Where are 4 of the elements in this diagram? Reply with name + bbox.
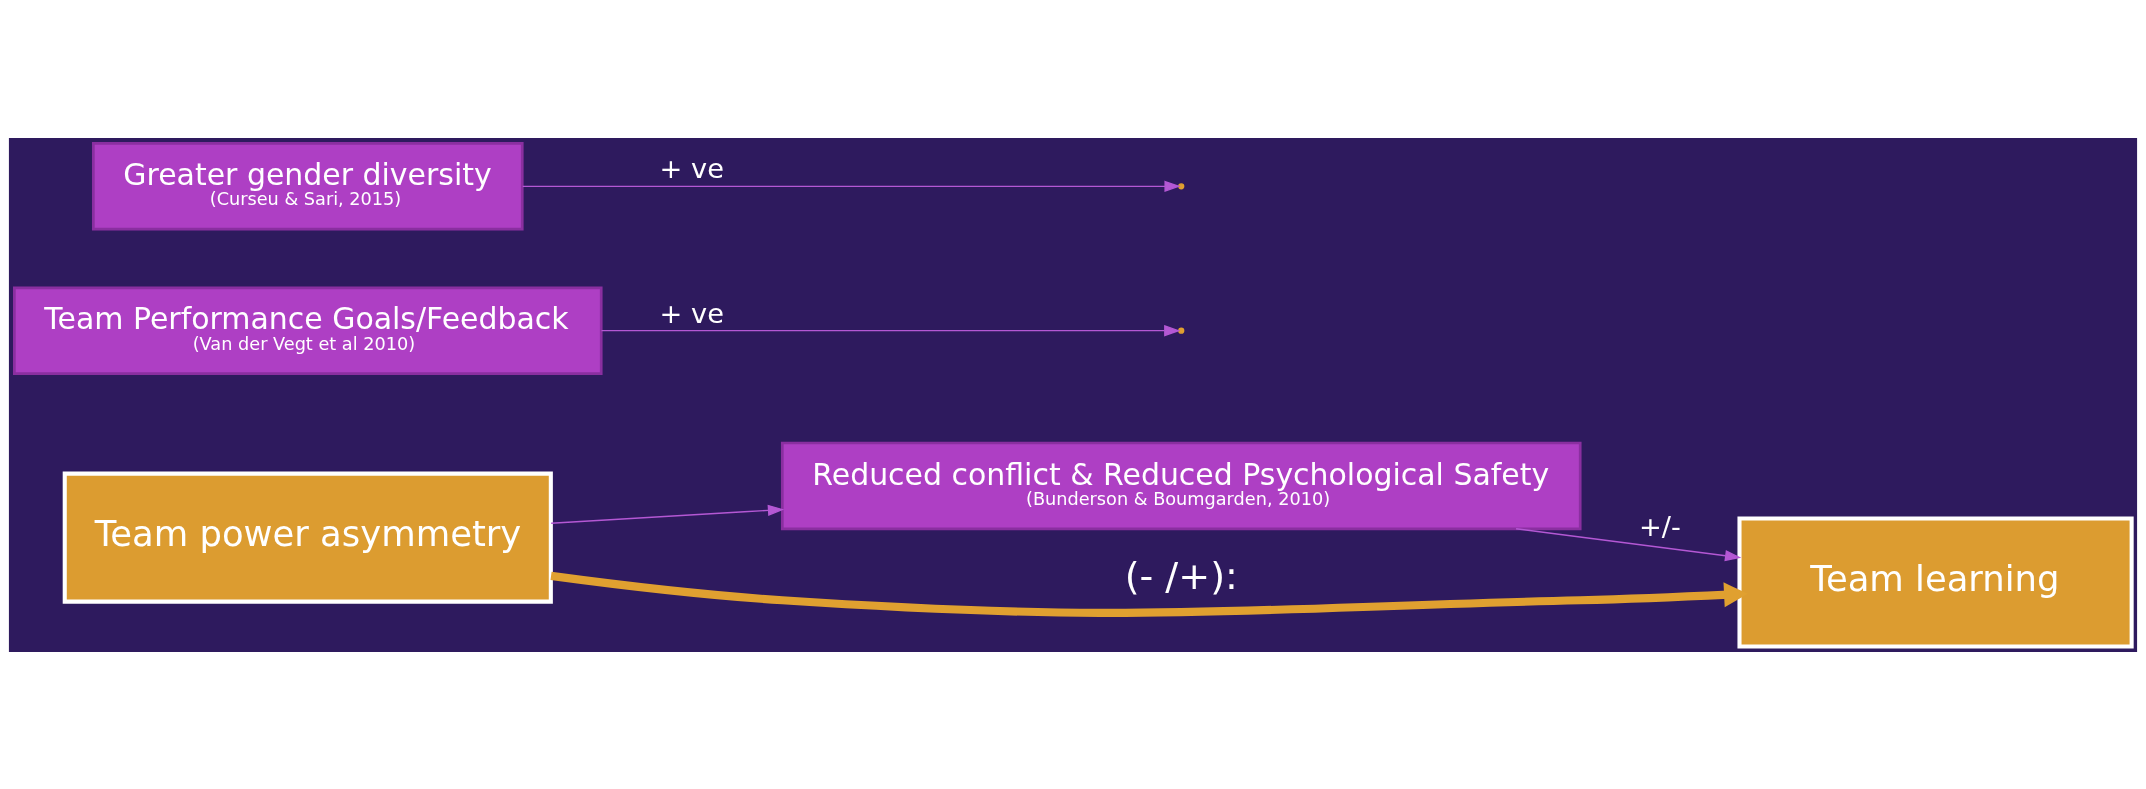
edge-label: + ve [659, 297, 724, 328]
edge-label: +/- [1638, 510, 1681, 542]
edge-label: + ve [659, 152, 724, 184]
edge-label: (- /+): [1124, 553, 1238, 598]
